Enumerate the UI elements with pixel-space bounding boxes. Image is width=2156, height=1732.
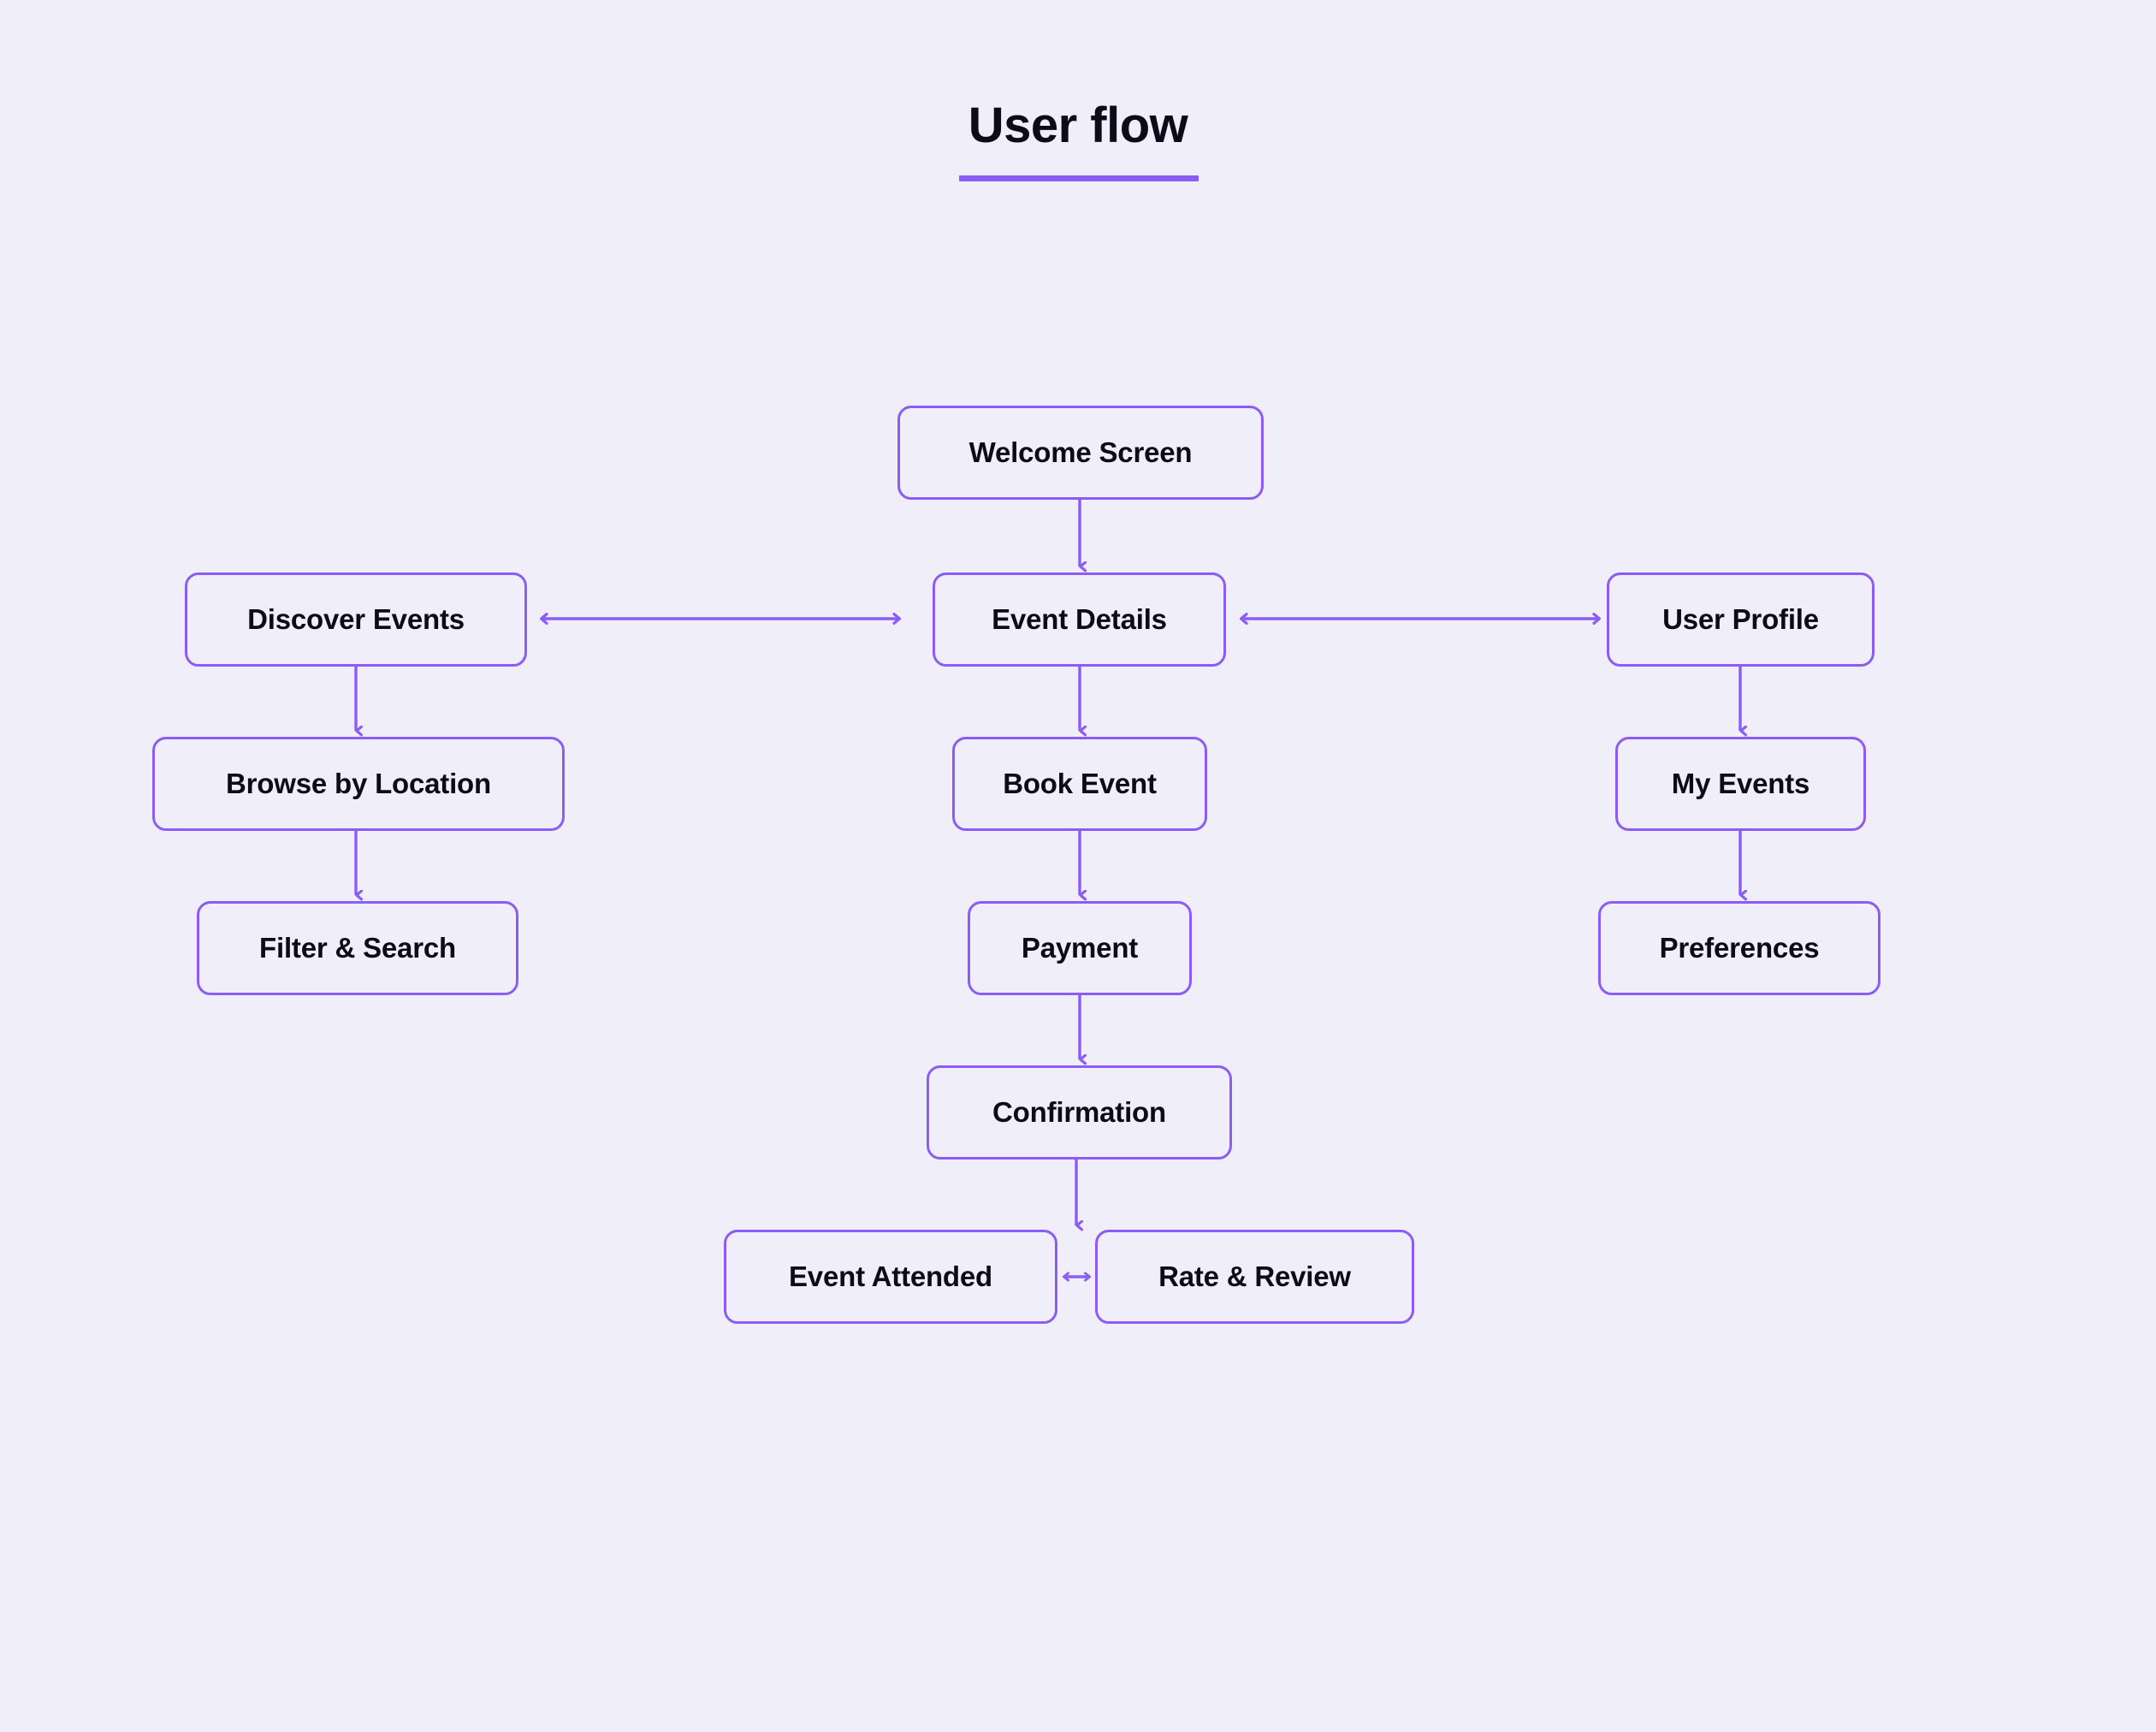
node-label: User Profile: [1662, 603, 1819, 635]
node-label: Browse by Location: [226, 768, 491, 799]
node-payment[interactable]: Payment: [968, 901, 1192, 995]
node-label: Event Attended: [789, 1260, 992, 1292]
node-label: Payment: [1021, 932, 1139, 964]
node-label: Book Event: [1003, 768, 1157, 799]
node-label: Welcome Screen: [968, 436, 1193, 468]
node-preferences[interactable]: Preferences: [1598, 901, 1881, 995]
node-event-details[interactable]: Event Details: [933, 572, 1226, 667]
node-welcome-screen[interactable]: Welcome Screen: [897, 406, 1264, 500]
node-user-profile[interactable]: User Profile: [1607, 572, 1875, 667]
node-label: Confirmation: [992, 1096, 1166, 1128]
node-filter-and-search[interactable]: Filter & Search: [197, 901, 518, 995]
node-label: Discover Events: [247, 603, 465, 635]
node-my-events[interactable]: My Events: [1615, 737, 1866, 831]
page-title-underline: [959, 175, 1199, 181]
node-book-event[interactable]: Book Event: [952, 737, 1207, 831]
page-title: User flow: [968, 98, 1188, 153]
node-label: Filter & Search: [259, 932, 456, 964]
page-title-wrap: User flow: [0, 101, 2156, 151]
node-event-attended[interactable]: Event Attended: [724, 1230, 1057, 1324]
node-discover-events[interactable]: Discover Events: [185, 572, 527, 667]
node-label: My Events: [1671, 768, 1810, 799]
node-label: Preferences: [1659, 932, 1820, 964]
node-browse-by-location[interactable]: Browse by Location: [152, 737, 565, 831]
node-label: Rate & Review: [1158, 1260, 1351, 1292]
node-label: Event Details: [992, 603, 1167, 635]
node-rate-and-review[interactable]: Rate & Review: [1095, 1230, 1414, 1324]
node-confirmation[interactable]: Confirmation: [927, 1065, 1232, 1160]
